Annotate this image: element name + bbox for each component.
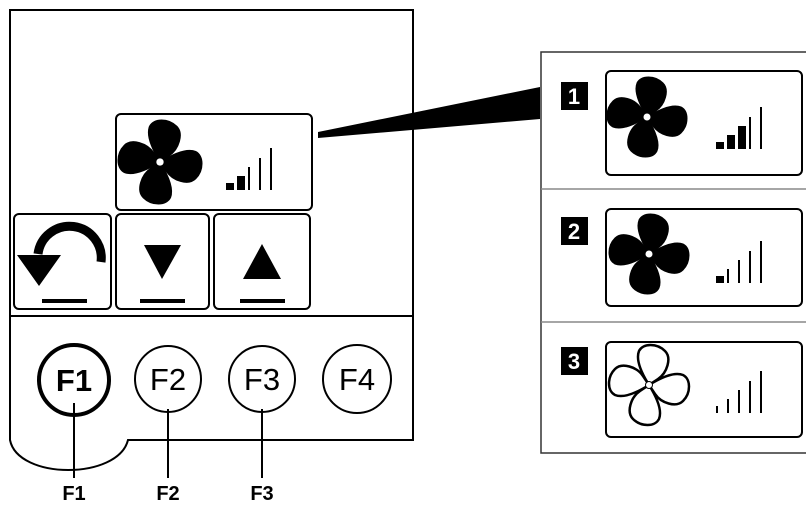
speed-bar xyxy=(760,107,762,149)
button-underline xyxy=(240,299,285,303)
f3-key[interactable]: F3 xyxy=(228,345,296,413)
speed-bar xyxy=(760,241,762,283)
fan-level-3: 3 xyxy=(561,341,803,438)
speed-bar xyxy=(749,251,751,283)
speed-bar xyxy=(738,126,746,149)
level-badge xyxy=(561,82,588,110)
speed-bar xyxy=(248,167,250,190)
down-button[interactable] xyxy=(115,213,210,310)
speed-bar xyxy=(727,269,729,283)
fan-level-1: 1 xyxy=(561,70,803,176)
back-arrow-icon xyxy=(17,221,106,286)
level-badge xyxy=(561,347,588,375)
speed-bar xyxy=(716,142,724,149)
speed-bar xyxy=(716,406,718,413)
f2-key[interactable]: F2 xyxy=(134,345,202,413)
fan-icon xyxy=(117,119,203,205)
f2-key-label: F2 xyxy=(150,362,186,397)
fan-icon xyxy=(606,76,688,158)
speed-bar xyxy=(749,381,751,413)
level-number: 1 xyxy=(568,84,580,109)
level-badge xyxy=(561,217,588,245)
speed-bar xyxy=(259,158,261,190)
speed-bar xyxy=(226,183,234,190)
f2-callout-label: F2 xyxy=(156,483,179,505)
device-outline xyxy=(9,9,414,471)
fan-icon xyxy=(607,343,691,427)
up-button[interactable] xyxy=(213,213,311,310)
f4-key[interactable]: F4 xyxy=(322,344,392,414)
f3-callout-label: F3 xyxy=(250,483,273,505)
fan-speed-bars-icon xyxy=(716,371,762,413)
fan-speed-bars-icon xyxy=(716,241,762,283)
level-number: 2 xyxy=(568,219,580,244)
arrow-down-icon xyxy=(144,245,181,279)
f4-key-label: F4 xyxy=(339,362,375,397)
f1-callout-label: F1 xyxy=(62,483,85,505)
speed-bar xyxy=(738,260,740,283)
speed-bar xyxy=(738,390,740,413)
level-number: 3 xyxy=(568,349,580,374)
fan-icon xyxy=(608,213,690,295)
speed-bar xyxy=(727,399,729,413)
fan-speed-bars-icon xyxy=(226,148,272,190)
back-button[interactable] xyxy=(13,213,112,310)
button-underline xyxy=(42,299,87,303)
speed-bar xyxy=(727,135,735,149)
arrow-up-icon xyxy=(243,244,281,279)
button-underline xyxy=(140,299,185,303)
speed-bar xyxy=(237,176,245,190)
fan-level-2: 2 xyxy=(561,208,803,307)
fan-speed-bars-icon xyxy=(716,107,762,149)
speed-bar xyxy=(760,371,762,413)
speed-bar xyxy=(270,148,272,190)
fan-display xyxy=(115,113,313,211)
f3-key-label: F3 xyxy=(244,362,280,397)
callout-pointer xyxy=(318,87,540,138)
f1-key-label: F1 xyxy=(56,363,92,398)
speed-bar xyxy=(716,276,724,283)
speed-bar xyxy=(749,117,751,149)
fan-levels-panel: 1 2 3 xyxy=(540,51,806,454)
